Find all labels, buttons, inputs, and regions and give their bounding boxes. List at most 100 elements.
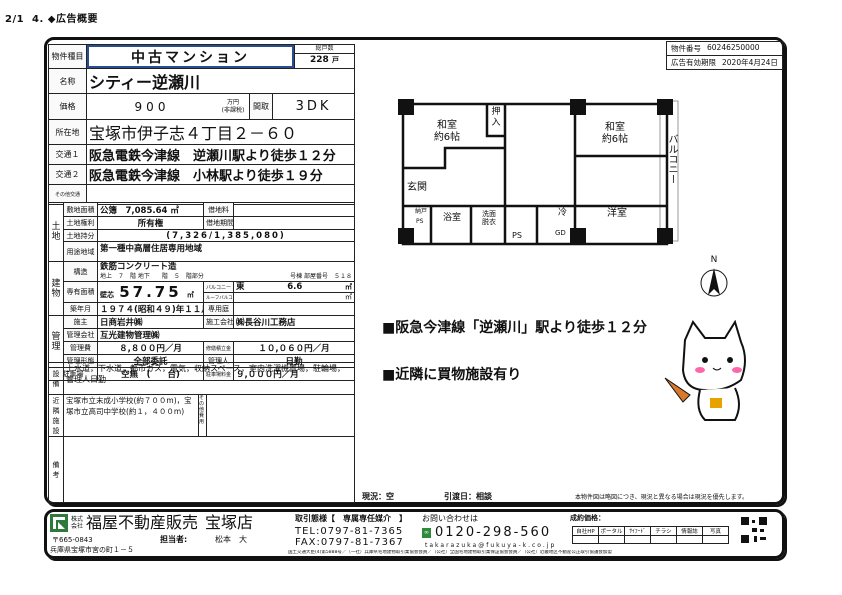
name-label: 名称 [48,68,87,94]
floor-plan-walls [398,99,679,246]
cat-mascot-image [664,320,746,421]
feature-shopping: ■近隣に買物施設有り [382,367,522,383]
fax-number: FAX:0797-81-7367 [295,537,404,548]
room-washitsu-1: 和室 約6帖 [433,120,461,143]
builder-value: ㈱長谷川工務店 [233,315,355,329]
fee-label: 管理費 [63,341,98,355]
other-cost-value [206,394,355,437]
pipe-space: PS [512,231,522,240]
room-youshitsu: 洋室 [607,208,627,219]
balcony-label: バルコニー [666,134,677,184]
footer-frame [44,509,785,559]
page-title: 4. ◆広告概要 [32,14,98,25]
garbage-disposal: GD [555,229,566,237]
compass: N [700,255,728,305]
deal-type: 取引態様【 専属専任媒介 】 [295,514,407,523]
roof-balcony-unit: ㎡ [233,292,355,303]
room-washroom: 洗面 脱衣 [482,210,496,227]
company-logo: 株式会社 福屋不動産販売 宝塚店 [50,513,253,533]
company-address: 兵庫県宝塚市宮の町１－５ [50,546,134,554]
fridge-space: 冷 [558,208,568,218]
media-cell: 写真 [702,526,729,536]
management-section-label: 管理 [48,315,64,368]
main-frame [44,37,785,505]
nearby-label: 近隣施設 [48,394,64,437]
transit2-label: 交通２ [48,164,87,185]
media-cell: 自社HP [572,526,599,536]
structure-label: 構造 [63,261,98,282]
units-value: 228 [310,55,329,65]
freedial[interactable]: ∞ 0120-298-560 [422,525,551,540]
email-address[interactable]: takarazuka@fukuya-k.co.jp [425,542,557,549]
built-value: １９７４(昭和４９)年１１月 [97,302,204,316]
price-value: 900 [134,99,170,114]
builder-label: 施工会社 [203,315,234,329]
company-value: 互光建物管理㈱ [97,328,355,342]
branch-name: 宝塚店 [205,513,254,532]
rights-label: 土地権利 [63,216,98,230]
area-label: 専有面積 [63,281,98,303]
units-unit: 戸 [331,56,339,64]
address-value: 宝塚市伊子志４丁目２－６０ [86,119,355,145]
expiry-value: 2020年4月24日 [722,58,778,67]
page-number: 2/1 [5,14,25,25]
price-unit: 万円 [226,98,239,106]
area-unit: ㎡ [186,291,194,299]
zoning-value: 第一種中高層住居専用地域 [97,241,355,262]
units-label: 総戸数 [295,46,354,54]
land-section-label: 土地 [48,202,64,262]
type-label: 物件種目 [48,44,87,69]
zoning-label: 用途地域 [63,241,98,262]
layout-label: 間取 [249,94,273,119]
inquiry-label: お問い合わせは [422,514,478,523]
property-type: 中古マンション [87,45,294,68]
room-washitsu-2: 和室 約6帖 [601,122,629,145]
lease-fee-label: 借地料 [203,202,234,217]
page-header: 2/1 4. ◆広告概要 [5,10,98,25]
owner-label: 施主 [63,315,98,329]
pipe-space-2: PS [416,218,424,225]
site-area-value: 公簿 7,085.64 ㎡ [97,202,204,217]
media-cell: ポータル [598,526,625,536]
balcony-label: バルコニー [203,281,234,293]
address-label: 所在地 [48,119,87,145]
lease-term-label: 借地期間 [203,216,234,230]
share-value: (7,326/1,385,080) [97,229,355,242]
rights-value: 所有権 [97,216,204,230]
price-label: 価格 [48,93,87,120]
disclaimer: 本物件図は略図につき、現況と異なる場合は現況を優先します。 [575,494,748,501]
balcony-unit: ㎡ [344,283,352,291]
staff-name: 松本 大 [215,535,247,544]
freedial-icon: ∞ [422,527,431,538]
property-number-label: 物件番号 [671,44,701,53]
structure-value: 鉄筋コンクリート造 [100,262,177,273]
transit1-value: 阪急電鉄今津線 逆瀬川駅より徒歩１２分 [86,144,355,165]
remarks-label: 備考 [48,436,64,503]
current-status: 現況：空 [362,492,394,501]
garden-label: 専用庭 [203,302,234,316]
company-name: 福屋不動産販売 [86,513,199,532]
compass-north-label: N [710,255,718,265]
qr-code-icon [740,516,768,544]
share-label: 土地持分 [63,229,98,242]
room-entrance: 玄関 [407,182,427,193]
feature-station: ■阪急今津線「逆瀬川」駅より徒歩１２分 [382,320,647,336]
freedial-number[interactable]: 0120-298-560 [435,525,552,540]
repair-value: １０,０６０円／月 [233,341,355,355]
balcony-direction: 東 [236,282,245,292]
storage-room: 納戸 [415,208,428,215]
company-prefix: 株式会社 [71,516,84,530]
handover-date: 引渡日：相談 [444,492,492,501]
owner-value: 日商岩井㈱ [97,315,204,329]
layout-value: 3DK [295,99,332,114]
lease-term-value [233,216,355,230]
balcony-area: 6.6 [287,282,303,292]
property-number: 60246250000 [707,43,760,52]
room-closet: 押入 [491,107,501,128]
lease-fee-value [233,202,355,217]
built-label: 築年月 [63,302,98,316]
